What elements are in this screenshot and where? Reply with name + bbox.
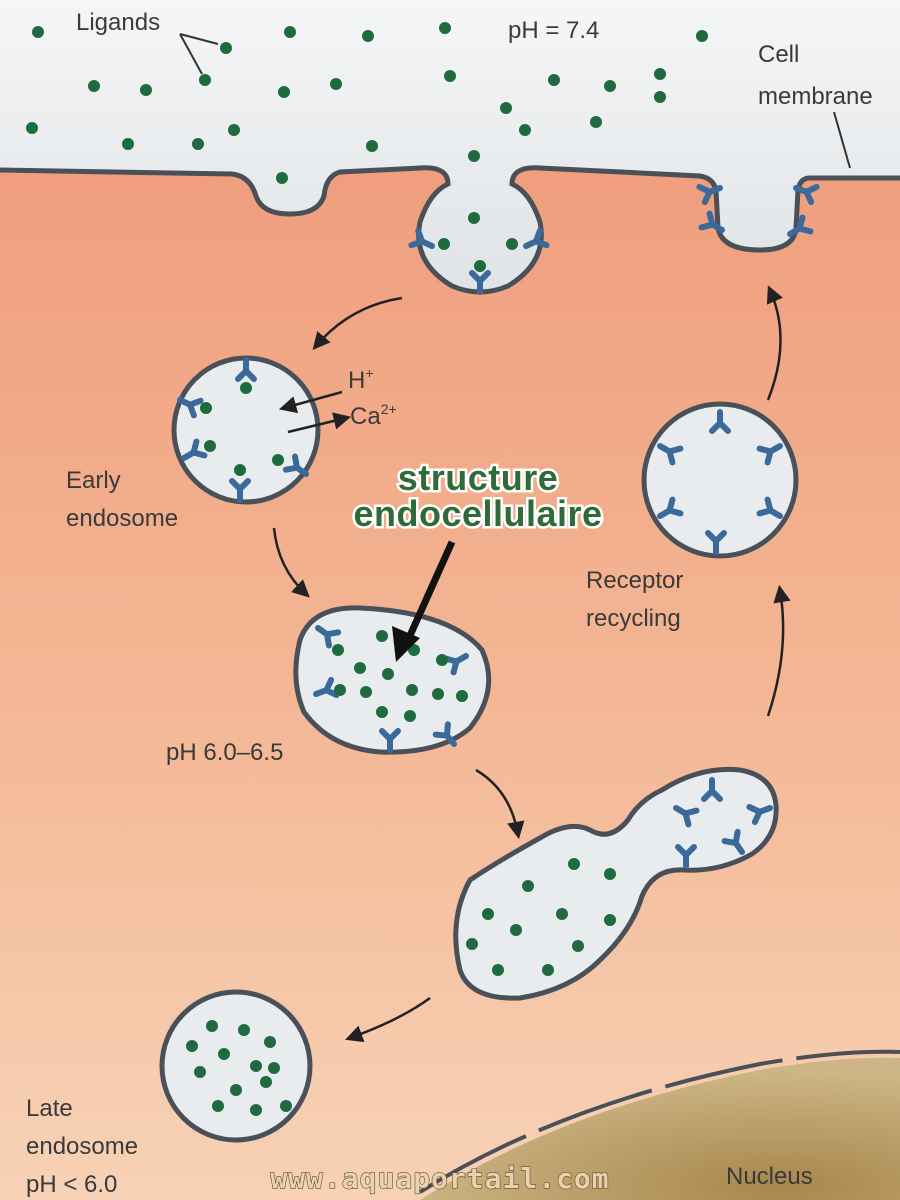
late-endosome-label: endosome xyxy=(26,1133,138,1160)
sorting-endosome xyxy=(293,605,492,755)
pathway-arrows xyxy=(272,285,791,1043)
nucleus-label: Nucleus xyxy=(726,1163,813,1190)
cell-membrane xyxy=(0,165,900,295)
calcium-label: Ca2+ xyxy=(350,401,397,430)
proton-influx-arrow xyxy=(278,390,343,414)
ligands-leader-2 xyxy=(179,33,203,75)
ligands-leader-1 xyxy=(179,33,219,45)
title-line-1: structure xyxy=(398,457,559,498)
nucleus xyxy=(420,1057,900,1200)
arrow-to-dividing xyxy=(475,768,525,840)
pit-receptors xyxy=(411,231,546,292)
ph-mid-label: pH 6.0–6.5 xyxy=(166,739,283,766)
early-label: Early xyxy=(66,467,121,494)
ph-outside-label: pH = 7.4 xyxy=(508,17,599,44)
ligands-label: Ligands xyxy=(76,9,160,36)
calcium-efflux-arrow xyxy=(287,412,352,434)
arrow-recycle-1 xyxy=(766,584,791,717)
recycling-label: recycling xyxy=(586,605,681,632)
title-line-2: endocellulaire xyxy=(353,493,602,534)
membrane-leader xyxy=(833,111,851,169)
late-endosome xyxy=(159,989,313,1143)
early-endosome-label: endosome xyxy=(66,505,178,532)
ph-late-label: pH < 6.0 xyxy=(26,1171,117,1198)
title-pointer-arrow xyxy=(404,540,456,642)
arrow-internalization xyxy=(312,296,403,350)
watermark: www.aquaportail.com xyxy=(270,1162,609,1195)
arrow-recycle-2 xyxy=(766,285,783,401)
nuclear-envelope xyxy=(418,1049,900,1194)
extracellular-space xyxy=(0,0,900,292)
h-plus-label: H+ xyxy=(348,365,374,394)
receptor-label: Receptor xyxy=(586,567,683,594)
recycling-endosome xyxy=(641,401,799,559)
cell-label: Cell xyxy=(758,41,799,68)
late-label: Late xyxy=(26,1095,73,1122)
arrow-to-late xyxy=(345,996,431,1043)
early-endosome xyxy=(171,355,321,505)
arrow-to-sorting xyxy=(272,527,310,598)
title-pointer-head xyxy=(392,626,420,662)
membrane-label: membrane xyxy=(758,83,873,110)
dividing-endosome xyxy=(453,766,779,1001)
extracellular-ligands xyxy=(26,22,708,224)
